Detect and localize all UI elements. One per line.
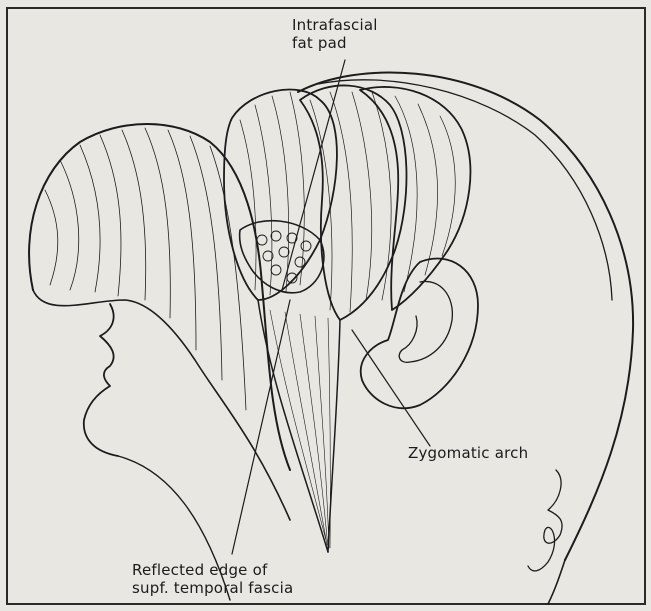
leader-zygomatic bbox=[352, 330, 430, 446]
head-outline-inner bbox=[318, 80, 612, 300]
neck-outline bbox=[548, 560, 565, 604]
reflected-scalp-flap bbox=[29, 124, 290, 470]
zygomatic-arch-label: Zygomatic arch bbox=[408, 444, 528, 462]
temporal-fascia-lobe-right bbox=[360, 87, 470, 310]
flap-hatching bbox=[45, 128, 246, 410]
flap-inner-edge bbox=[33, 290, 290, 520]
fat-pad-label-line2: fat pad bbox=[292, 34, 378, 52]
reflected-edge-label-line2: supf. temporal fascia bbox=[132, 579, 293, 597]
fascia-strand-right bbox=[328, 320, 340, 552]
fat-pad-label-line1: Intrafascial bbox=[292, 16, 378, 34]
fascia-strand-left bbox=[258, 300, 328, 552]
ear-outline bbox=[361, 259, 478, 409]
intrafascial-fat-pad-label: Intrafascial fat pad bbox=[292, 16, 378, 52]
figure-frame bbox=[7, 8, 645, 604]
ear-inner bbox=[399, 281, 452, 362]
signature-mark bbox=[528, 470, 562, 571]
lobe-hatching bbox=[240, 92, 455, 312]
face-profile bbox=[84, 304, 118, 456]
reflected-edge-label: Reflected edge of supf. temporal fascia bbox=[132, 561, 293, 597]
reflected-edge-label-line1: Reflected edge of bbox=[132, 561, 293, 579]
